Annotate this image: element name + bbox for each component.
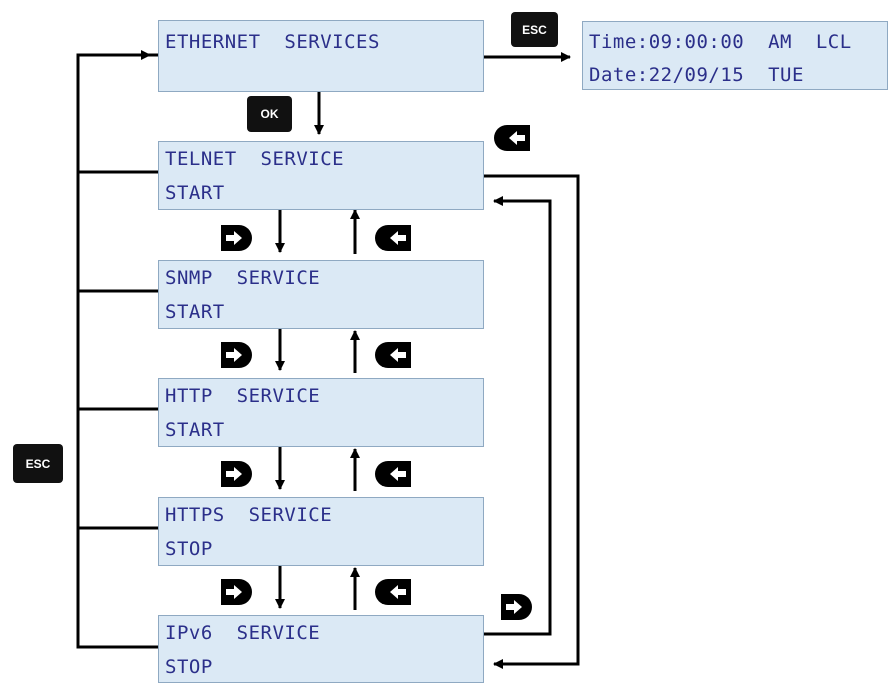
right-arrow-key-icon (221, 579, 252, 605)
service-state: START (165, 182, 225, 204)
next-key-group (221, 225, 532, 620)
ok-key-icon: OK (247, 96, 292, 132)
right-arrow-key-icon (221, 225, 252, 251)
http-service-screen: HTTP SERVICE START (158, 378, 484, 447)
loop-ipv6-to-telnet (484, 196, 552, 636)
service-state: STOP (165, 538, 213, 560)
right-arrow-key-icon (221, 461, 252, 487)
https-service-screen: HTTPS SERVICE STOP (158, 497, 484, 566)
loop-telnet-to-ipv6 (484, 174, 580, 669)
service-name: SNMP SERVICE (165, 267, 321, 289)
service-name: IPv6 SERVICE (165, 622, 321, 644)
esc-key-icon: ESC (13, 444, 63, 483)
service-state: STOP (165, 656, 213, 678)
telnet-service-screen: TELNET SERVICE START (158, 141, 484, 210)
right-arrow-key-icon (221, 342, 252, 368)
time-line: Time:09:00:00 AM LCL (589, 31, 852, 53)
left-arrow-key-icon (375, 579, 411, 605)
service-name: HTTP SERVICE (165, 385, 321, 407)
esc-key-icon: ESC (511, 12, 558, 47)
ipv6-service-screen: IPv6 SERVICE STOP (158, 615, 484, 683)
service-state: START (165, 301, 225, 323)
service-name: HTTPS SERVICE (165, 504, 333, 526)
time-date-screen: Time:09:00:00 AM LCL Date:22/09/15 TUE (582, 21, 888, 90)
back-key-group (375, 125, 530, 605)
right-arrow-key-icon (501, 594, 532, 620)
date-line: Date:22/09/15 TUE (589, 64, 804, 86)
service-name: TELNET SERVICE (165, 148, 345, 170)
left-arrow-key-icon (375, 342, 411, 368)
left-arrow-key-icon (375, 461, 411, 487)
esc-return-bus-line (76, 53, 158, 649)
service-state: START (165, 419, 225, 441)
snmp-service-screen: SNMP SERVICE START (158, 260, 484, 329)
left-arrow-key-icon (494, 125, 530, 151)
screen-line-1: ETHERNET SERVICES (165, 31, 380, 53)
ethernet-services-screen: ETHERNET SERVICES (158, 20, 484, 92)
left-arrow-key-icon (375, 225, 411, 251)
